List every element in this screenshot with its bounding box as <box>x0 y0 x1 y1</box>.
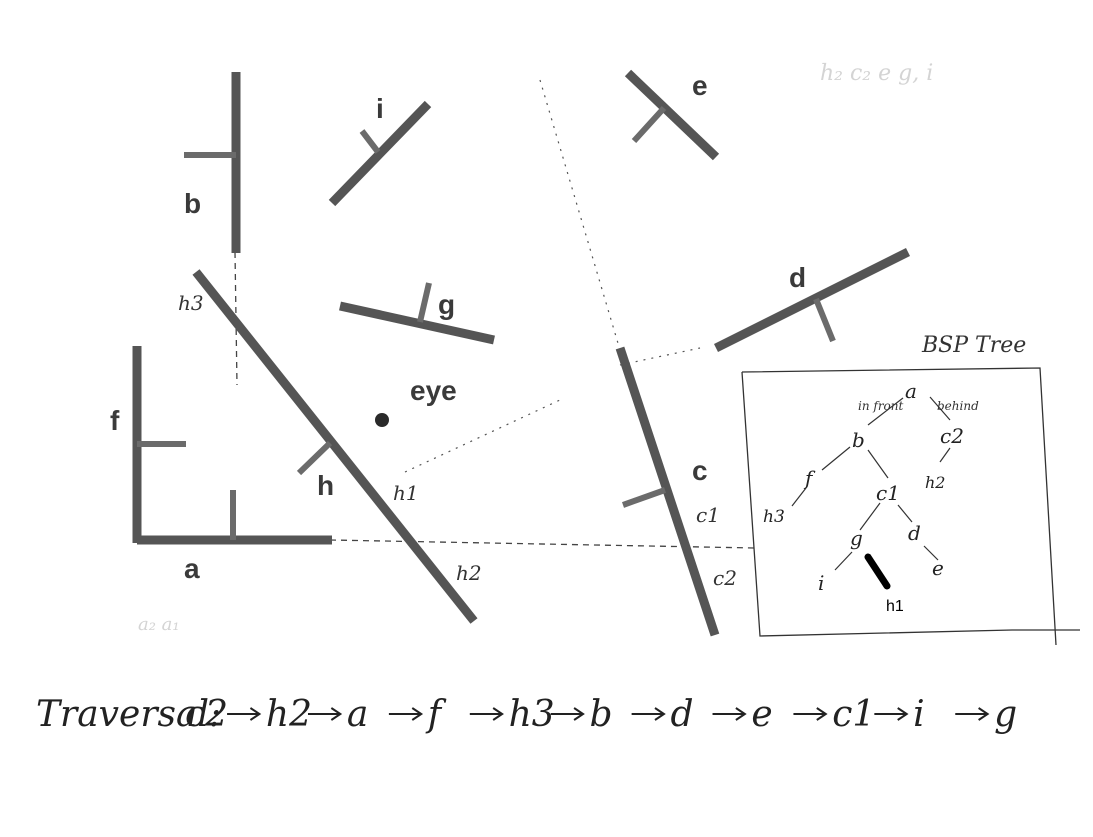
traversal-arrow <box>307 707 343 721</box>
h1-highlight-label: h1 <box>886 598 904 615</box>
traversal-arrow <box>874 707 909 721</box>
tree-node-c2: c2 <box>940 424 964 448</box>
faint-note-top-right: h₂ c₂ e g, i <box>820 61 933 86</box>
traversal-step: b <box>590 694 613 735</box>
label-e: e <box>692 70 708 101</box>
traversal-arrow <box>227 707 262 721</box>
tree-node-b: b <box>852 428 865 452</box>
label-i: i <box>376 93 384 124</box>
h1-highlight-mark <box>864 553 891 590</box>
label-a: a <box>184 553 200 584</box>
label-c1: c1 <box>696 503 720 527</box>
segment-d <box>713 247 911 353</box>
segment-e <box>624 69 720 161</box>
bsp-tree-panel: BSP Tree in front behind a b c2 f h2 h3 … <box>741 333 1080 646</box>
faint-note-bottom-left: a₂ a₁ <box>138 614 180 635</box>
tree-node-a: a <box>905 379 917 403</box>
traversal-step: e <box>751 694 772 735</box>
traversal-step: c1 <box>832 694 875 735</box>
segment-f <box>132 346 186 543</box>
segment-c <box>615 346 720 637</box>
tree-front-label: in front <box>858 399 904 413</box>
tree-node-h2: h2 <box>925 473 945 492</box>
label-h2: h2 <box>456 561 482 585</box>
label-c2: c2 <box>713 566 737 590</box>
traversal-step: h3 <box>509 694 555 735</box>
segment-b <box>184 72 241 253</box>
traversal-step: a <box>347 694 368 735</box>
bsp-tree-frame <box>741 367 1080 646</box>
traversal-step: f <box>425 694 447 735</box>
label-b: b <box>184 188 201 219</box>
label-h1: h1 <box>393 481 419 505</box>
label-h3: h3 <box>178 291 204 315</box>
traversal-arrow <box>631 707 666 721</box>
tree-node-h3: h3 <box>763 507 785 527</box>
segment-g <box>339 282 495 345</box>
tree-node-i: i <box>818 571 824 595</box>
bsp-tree-title: BSP Tree <box>921 333 1026 358</box>
traversal-step: d <box>670 694 693 735</box>
traversal-arrow <box>712 707 747 721</box>
label-eye: eye <box>410 375 457 406</box>
traversal-step: i <box>913 694 925 735</box>
traversal-arrow <box>550 707 585 721</box>
traversal-arrow <box>388 707 424 721</box>
traversal-sequence: c2 h2 a f h3 b d e c1 i g <box>185 694 1017 735</box>
traversal-arrow <box>955 707 990 721</box>
tree-node-e: e <box>932 556 944 580</box>
tree-node-d: d <box>908 521 921 545</box>
label-d: d <box>789 262 806 293</box>
split-line-c-extension <box>539 79 621 351</box>
traversal-label: Traversal: <box>36 694 221 735</box>
traversal-arrow <box>469 707 504 721</box>
segment-h <box>192 269 478 624</box>
label-c: c <box>692 455 708 486</box>
tree-node-f: f <box>803 466 816 490</box>
traversal-step: c2 <box>185 694 228 735</box>
eye-point <box>375 413 389 427</box>
label-h: h <box>317 470 334 501</box>
traversal-step: h2 <box>266 694 312 735</box>
tree-node-g: g <box>850 526 863 550</box>
label-g: g <box>438 289 455 320</box>
segment-a <box>137 490 332 545</box>
traversal-arrow <box>793 707 828 721</box>
tree-node-c1: c1 <box>876 481 900 505</box>
view-ray-lower <box>404 399 561 473</box>
tree-behind-label: behind <box>937 399 979 413</box>
view-ray-upper <box>619 347 701 366</box>
split-line-a-extension <box>329 539 756 549</box>
segment-i <box>328 100 432 207</box>
traversal-step: g <box>994 694 1017 735</box>
label-f: f <box>110 405 120 436</box>
